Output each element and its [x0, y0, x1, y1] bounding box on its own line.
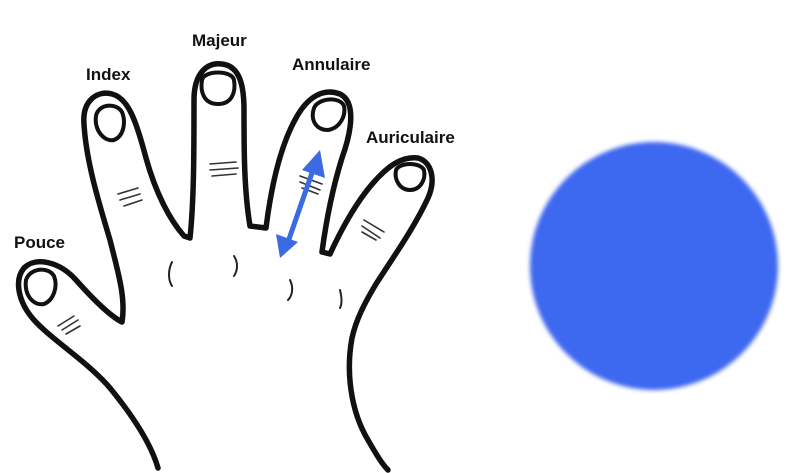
index-nail — [96, 106, 124, 141]
label-middle: Majeur — [192, 31, 247, 50]
little-nail — [396, 164, 425, 190]
palm-lines — [169, 256, 342, 308]
label-little: Auriculaire — [366, 128, 455, 147]
label-thumb: Pouce — [14, 233, 65, 252]
double-arrow-icon — [276, 150, 325, 258]
middle-nail — [202, 73, 235, 105]
blue-circle — [530, 142, 778, 390]
label-ring: Annulaire — [292, 55, 370, 74]
hand-outline — [19, 64, 433, 470]
ring-nail — [313, 99, 345, 130]
thumb-nail — [26, 270, 56, 305]
label-index: Index — [86, 65, 131, 84]
